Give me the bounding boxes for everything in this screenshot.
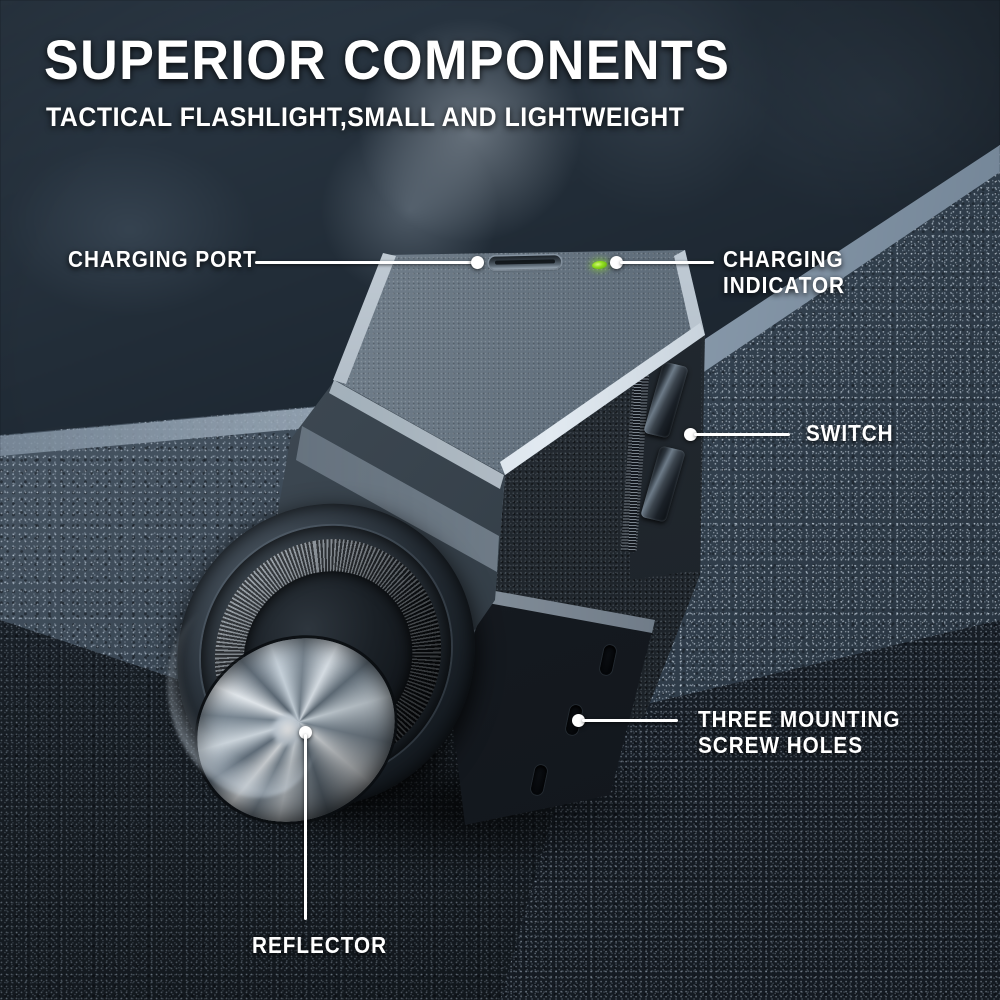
page-title: SUPERIOR COMPONENTS xyxy=(44,28,731,91)
leader-dot-charging-port xyxy=(471,256,484,269)
callout-label-charging-indicator: CHARGING INDICATOR xyxy=(723,246,845,298)
callout-label-reflector: REFLECTOR xyxy=(252,932,388,958)
leader-dot-reflector xyxy=(299,726,312,739)
leader-line-charging-indicator xyxy=(620,261,714,264)
page-subtitle: TACTICAL FLASHLIGHT,SMALL AND LIGHTWEIGH… xyxy=(46,102,685,132)
callout-label-mounting-holes: THREE MOUNTING SCREW HOLES xyxy=(698,706,901,758)
callout-label-switch: SWITCH xyxy=(806,420,894,446)
callout-label-charging-port: CHARGING PORT xyxy=(68,246,257,272)
leader-dot-mounting-holes xyxy=(572,714,585,727)
leader-line-charging-port xyxy=(255,261,477,264)
leader-dot-charging-indicator xyxy=(610,256,623,269)
leader-dot-switch xyxy=(684,428,697,441)
leader-line-reflector xyxy=(304,734,307,920)
leader-line-mounting-holes xyxy=(582,719,678,722)
usb-c-charging-port[interactable] xyxy=(488,255,562,270)
leader-line-switch xyxy=(694,433,790,436)
